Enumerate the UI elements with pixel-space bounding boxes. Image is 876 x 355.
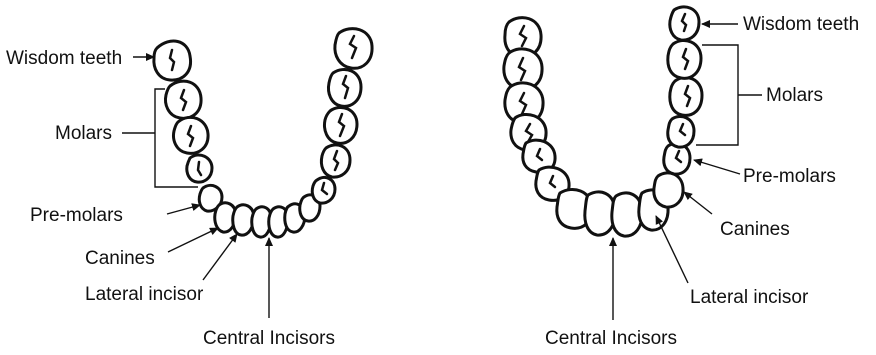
label-right-molars: Molars bbox=[766, 85, 823, 106]
label-left-canines: Canines bbox=[85, 248, 155, 269]
tooth-left-molar-b3 bbox=[329, 69, 362, 106]
label-right-lateral-incisor: Lateral incisor bbox=[690, 287, 809, 308]
tooth-right-canine-b bbox=[654, 173, 683, 207]
label-right-wisdom-teeth: Wisdom teeth bbox=[743, 14, 859, 35]
label-right-pre-molars: Pre-molars bbox=[743, 166, 836, 187]
label-left-central-incisors: Central Incisors bbox=[203, 328, 335, 349]
label-left-wisdom-teeth: Wisdom teeth bbox=[6, 48, 122, 69]
label-right-central-incisors: Central Incisors bbox=[545, 328, 677, 349]
label-left-lateral-incisor: Lateral incisor bbox=[85, 284, 204, 305]
left-arch: Wisdom teeth Molars Pre-molars Canines L… bbox=[6, 29, 372, 349]
right-molars-bracket bbox=[696, 45, 762, 145]
tooth-left-wisdom-b bbox=[335, 29, 372, 69]
label-left-pre-molars: Pre-molars bbox=[30, 205, 123, 226]
tooth-right-molar-b1 bbox=[670, 77, 702, 115]
left-arch-teeth bbox=[154, 29, 372, 237]
label-left-molars: Molars bbox=[55, 123, 112, 144]
right-arch-labels: Wisdom teeth Molars Pre-molars Canines L… bbox=[545, 14, 859, 349]
right-arch-teeth bbox=[504, 7, 702, 236]
tooth-left-molar-b2 bbox=[325, 107, 358, 143]
label-right-canines: Canines bbox=[720, 219, 790, 240]
right-arch: Wisdom teeth Molars Pre-molars Canines L… bbox=[504, 7, 859, 349]
